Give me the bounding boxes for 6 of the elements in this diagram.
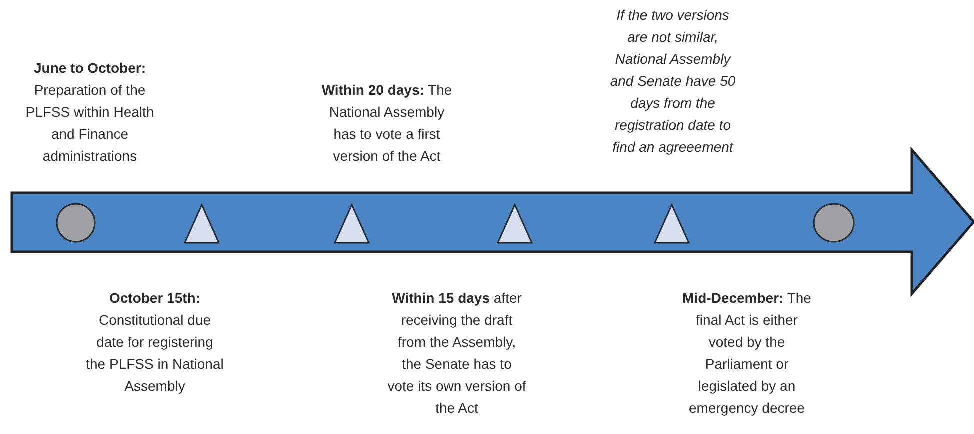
milestone-note: June to October: Preparation of the PLFSS within Health and Finance administrations [24, 59, 156, 166]
milestone-note: Within 20 days: The National Assembly has to vote a first version of the Act [320, 81, 454, 166]
milestone-note: October 15th: Constitutional due date for registering the PLFSS in National Assembly [85, 289, 225, 396]
milestone-note: Mid-December: The final Act is either voted by the Parliament or legislated by an emergency decree [682, 289, 812, 418]
milestone-note: Within 15 days after receiving the draft from the Assembly, the Senate has to vote its own version of the Act [387, 289, 527, 418]
milestone-note: If the two versions are not similar, National Assembly and Senate have 50 days from the registration date to find an agreeement [609, 6, 737, 157]
